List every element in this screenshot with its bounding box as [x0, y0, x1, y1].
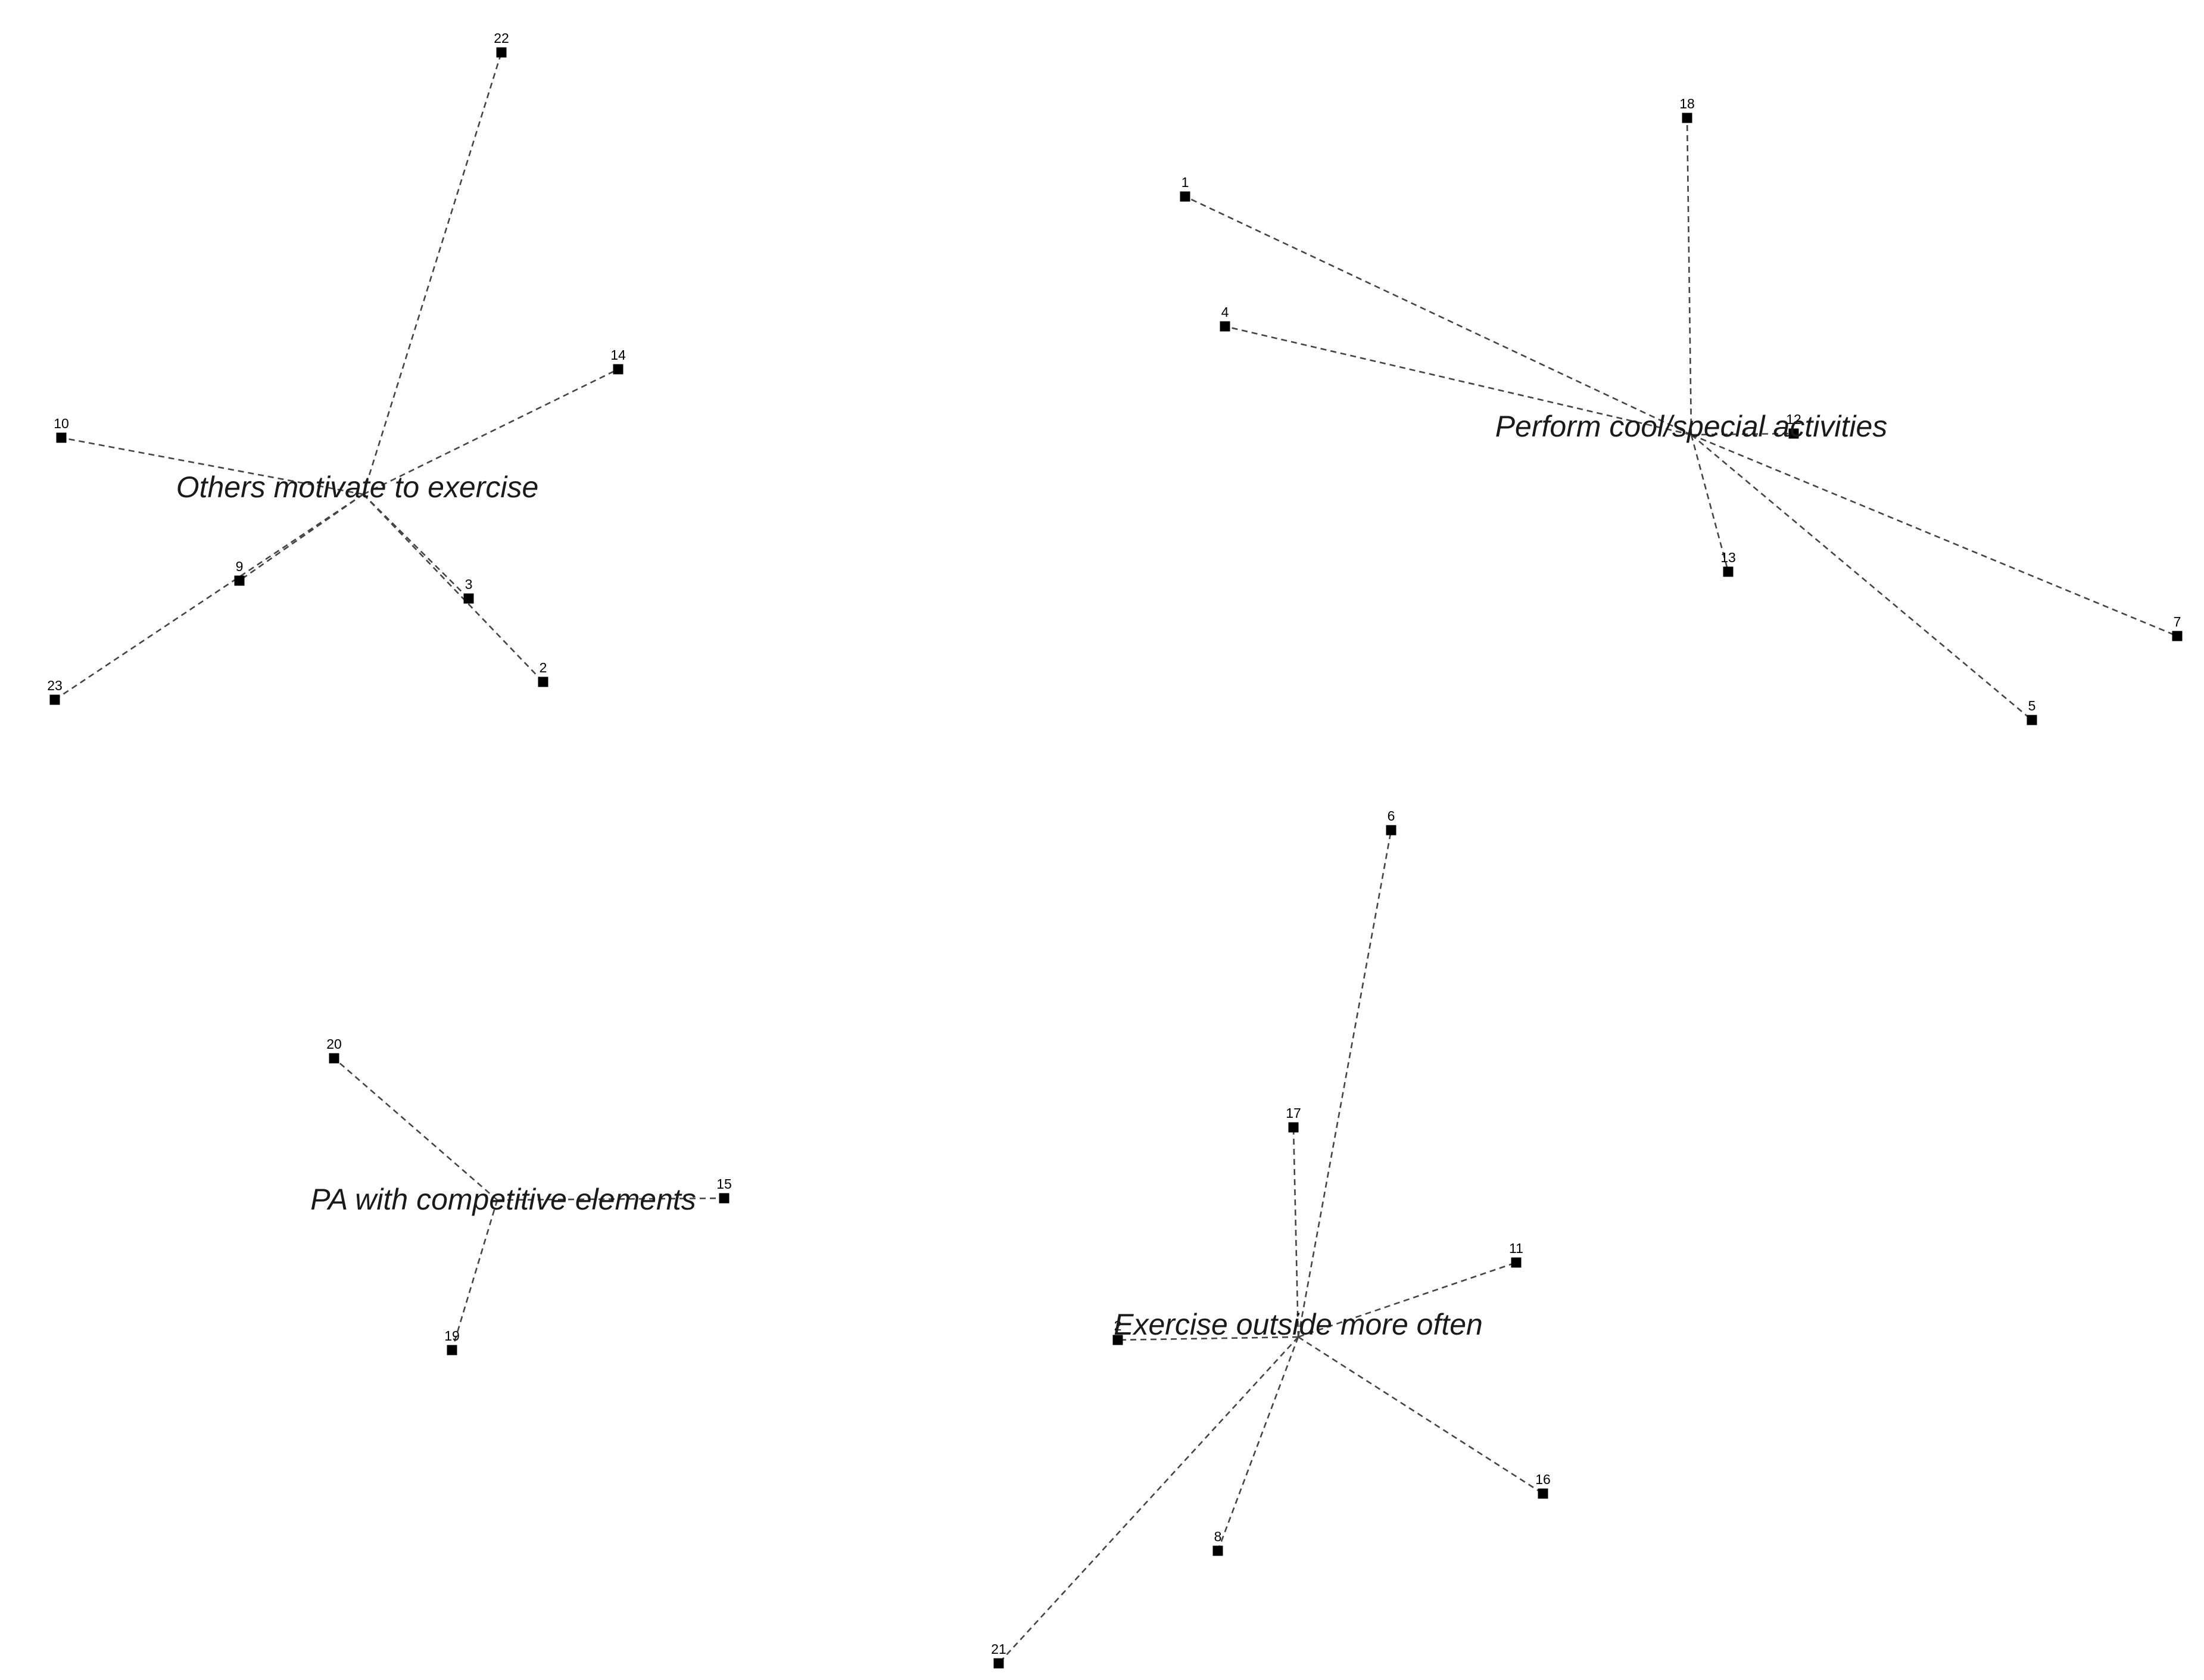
- edge-3-to-node-6: [1297, 830, 1392, 1338]
- node-label-16: 16: [1535, 1472, 1551, 1487]
- node-label-22: 22: [494, 30, 509, 46]
- edge-0-to-node-22: [362, 52, 503, 495]
- node-marker-11: [1511, 1257, 1522, 1268]
- edge-3-to-node-11: [1298, 1261, 1517, 1338]
- node-label-7: 7: [2174, 614, 2181, 629]
- edge-2-to-node-19: [451, 1199, 498, 1351]
- node-label-17: 17: [1286, 1105, 1301, 1121]
- cluster-label-0: Others motivate to exercise: [176, 470, 539, 504]
- node-label-1: 1: [1182, 174, 1189, 190]
- edge-1-to-node-12: [1691, 432, 1794, 436]
- edge-1-to-node-7: [1691, 434, 2178, 637]
- edge-2-to-node-20: [333, 1058, 498, 1201]
- node-marker-7: [2172, 631, 2183, 641]
- node-marker-19: [447, 1345, 457, 1355]
- node-label-11: 11: [1509, 1240, 1523, 1256]
- node-label-15: 15: [716, 1176, 732, 1192]
- edge-1-to-node-13: [1690, 434, 1729, 572]
- edge-1-to-node-4: [1224, 325, 1692, 436]
- node-label-20: 20: [326, 1036, 342, 1052]
- edge-1-to-node-18: [1686, 117, 1692, 435]
- node-label-5: 5: [2028, 698, 2036, 713]
- edge-0-to-node-10: [61, 437, 364, 495]
- node-label-9: 9: [236, 559, 244, 574]
- node-marker-17: [1288, 1122, 1299, 1133]
- node-marker-20: [329, 1053, 339, 1064]
- node-label-4: 4: [1221, 304, 1229, 320]
- node-marker-9: [234, 575, 245, 586]
- node-marker-3: [463, 593, 474, 604]
- node-label-12: 12: [1786, 412, 1801, 427]
- node-marker-21: [993, 1658, 1004, 1669]
- node-marker-10: [56, 432, 67, 443]
- node-label-14: 14: [610, 347, 626, 363]
- node-marker-13: [1723, 566, 1734, 577]
- cluster-label-1: Perform cool/special activities: [1495, 410, 1888, 443]
- node-marker-23: [49, 694, 60, 705]
- edge-1-to-node-5: [1691, 434, 2032, 721]
- node-label-19: 19: [444, 1328, 460, 1344]
- node-marker-4: [1220, 321, 1230, 332]
- node-label-6: 6: [1388, 808, 1395, 824]
- node-marker-16: [1538, 1488, 1548, 1499]
- node-marker-18: [1682, 113, 1692, 123]
- node-label-2: 2: [1114, 1318, 1122, 1333]
- edge-3-to-node-8: [1217, 1336, 1299, 1551]
- edge-1-to-node-1: [1184, 195, 1692, 436]
- node-label-18: 18: [1679, 96, 1695, 111]
- node-marker-14: [613, 364, 624, 375]
- node-marker-5: [2027, 715, 2037, 725]
- node-marker-22: [496, 47, 507, 58]
- edge-0-to-node-2: [363, 494, 544, 682]
- node-marker-1: [1180, 191, 1190, 202]
- node-label-13: 13: [1720, 550, 1736, 565]
- node-marker-15: [719, 1193, 730, 1204]
- node-label-8: 8: [1214, 1529, 1222, 1544]
- node-label-21: 21: [991, 1641, 1006, 1657]
- node-label-23: 23: [47, 678, 63, 693]
- node-marker-12: [1788, 428, 1799, 439]
- node-label-10: 10: [54, 416, 69, 431]
- node-label-3: 3: [465, 576, 473, 592]
- edge-0-to-node-14: [363, 368, 619, 495]
- edge-0-to-node-23: [54, 493, 364, 701]
- node-marker-2: [1112, 1335, 1123, 1345]
- edge-2-to-node-15: [497, 1197, 725, 1201]
- node-marker-8: [1212, 1545, 1223, 1556]
- node-marker-2: [538, 677, 548, 687]
- edge-3-to-node-17: [1292, 1127, 1299, 1338]
- cluster-label-3: Exercise outside more often: [1114, 1308, 1483, 1341]
- cluster-labels-layer: Others motivate to exercise Perform cool/…: [176, 410, 1888, 1341]
- node-label-2: 2: [540, 660, 547, 675]
- edge-3-to-node-21: [998, 1336, 1299, 1664]
- edge-3-to-node-16: [1298, 1336, 1544, 1495]
- node-marker-6: [1386, 825, 1396, 836]
- cluster-label-2: PA with competitive elements: [310, 1183, 696, 1216]
- edges-layer: [54, 52, 2178, 1664]
